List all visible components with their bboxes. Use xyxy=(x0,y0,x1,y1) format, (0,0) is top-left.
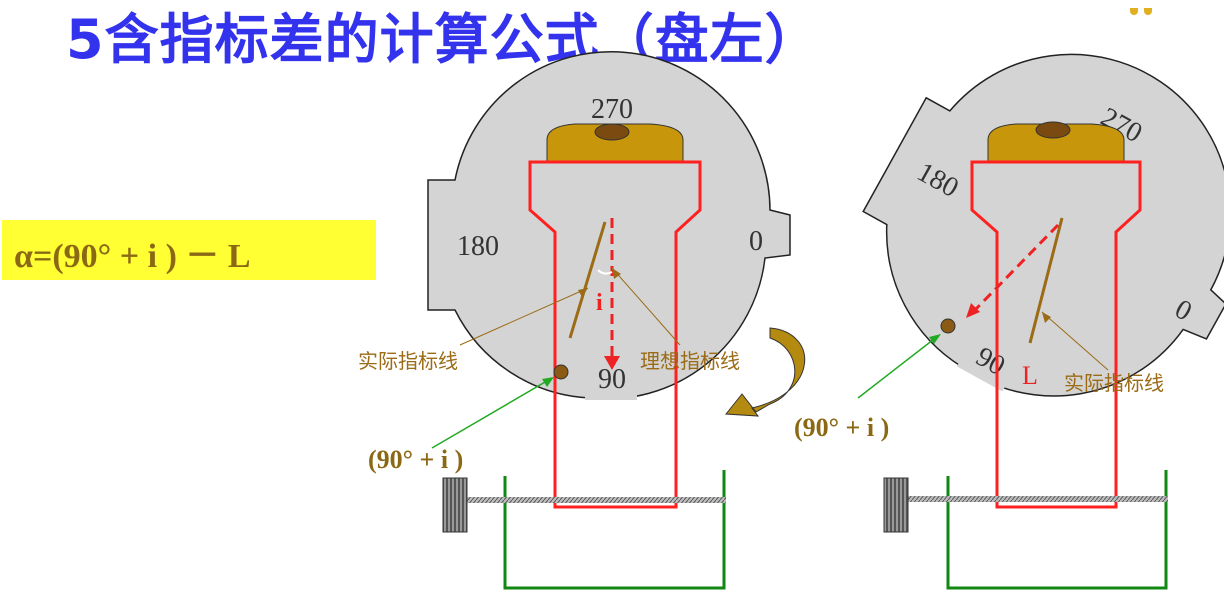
formula-text: α=(90° + i ) － L xyxy=(14,238,251,275)
left-actual-callout-line xyxy=(459,287,589,346)
right-pointer-dot xyxy=(940,318,956,334)
left-pointer-arrow-line xyxy=(431,377,553,449)
left-ideal-arrowhead xyxy=(604,356,620,370)
right-dial-top-tab xyxy=(1088,88,1162,154)
left-eyepiece xyxy=(546,123,684,163)
decorative-dots xyxy=(1130,0,1170,15)
right-dial: 270 180 0 90 xyxy=(862,53,1224,397)
left-actual-index-label: 实际指标线 xyxy=(358,349,458,373)
right-diagram: 270 180 0 90 L 实际指标线 (90° + i ) xyxy=(794,53,1224,590)
right-actual-callout-arrow xyxy=(1042,312,1051,323)
right-ideal-index-line xyxy=(973,223,1060,312)
right-eyepiece xyxy=(987,123,1125,163)
right-l-label: L xyxy=(1022,361,1038,390)
page-title: 5含指标差的计算公式（盘左） xyxy=(66,8,820,71)
left-label-0: 0 xyxy=(749,226,763,257)
left-label-270: 270 xyxy=(591,94,633,125)
right-pointer-arrowhead xyxy=(929,334,941,344)
left-dial-top-tab xyxy=(582,84,644,124)
left-actual-callout-arrow xyxy=(578,288,588,297)
right-reading-label: (90° + i ) xyxy=(794,413,889,442)
left-diagram: 270 180 0 90 i 实际指标线 理想指标线 (90° + i ) xyxy=(358,50,791,590)
formula-box: α=(90° + i ) － L xyxy=(2,220,376,280)
right-screw-rod xyxy=(906,496,1168,502)
right-pointer-arrow-line xyxy=(857,335,939,399)
left-actual-index-line xyxy=(568,221,607,339)
left-telescope-outline xyxy=(528,160,702,509)
rotation-arrow-icon xyxy=(725,327,805,417)
left-ideal-callout-arrow xyxy=(612,268,621,279)
right-ideal-arrowhead xyxy=(966,303,980,318)
left-dial: 270 180 0 90 xyxy=(427,50,791,400)
left-dial-body xyxy=(427,50,791,400)
left-base xyxy=(503,470,726,590)
right-dial-bottom-tab xyxy=(956,333,1021,392)
right-actual-index-line xyxy=(1028,217,1064,344)
left-pointer-dot xyxy=(553,364,569,380)
right-dial-body xyxy=(862,53,1224,397)
left-eyepiece-knob xyxy=(594,123,630,141)
left-label-180: 180 xyxy=(457,231,499,262)
left-i-angle-arc xyxy=(597,269,613,275)
right-telescope-outline xyxy=(970,160,1142,509)
right-knob xyxy=(883,477,909,533)
right-eyepiece-knob xyxy=(1035,121,1071,139)
left-ideal-callout-line xyxy=(611,267,681,346)
right-actual-index-label: 实际指标线 xyxy=(1064,371,1164,395)
left-knob xyxy=(442,477,468,533)
right-base xyxy=(946,470,1168,590)
left-pointer-arrowhead xyxy=(542,377,554,387)
left-screw-rod xyxy=(466,497,726,503)
left-i-label: i xyxy=(596,290,603,316)
left-dial-bottom-tab xyxy=(585,362,637,400)
left-reading-label: (90° + i ) xyxy=(368,445,463,474)
left-ideal-index-label: 理想指标线 xyxy=(640,349,740,373)
right-actual-callout-line xyxy=(1041,311,1109,371)
